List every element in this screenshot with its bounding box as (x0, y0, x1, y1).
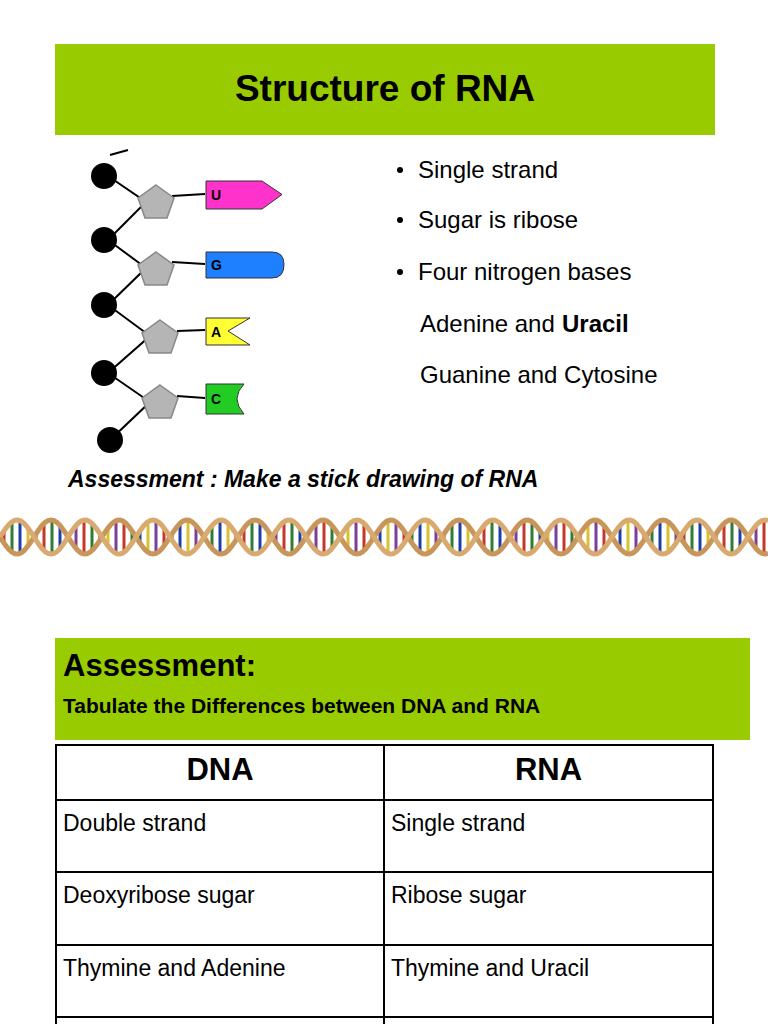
table-cell: Ribose sugar (391, 882, 527, 909)
base-letter: G (211, 257, 222, 273)
table-header: DNA (56, 752, 384, 788)
table-cell: Thymine and Adenine (63, 955, 286, 982)
bullet-text: Sugar is ribose (418, 206, 578, 234)
nitrogen-base: C (205, 383, 245, 415)
table-cell: Single strand (391, 810, 525, 837)
table-cell: Thymine and Uracil (391, 955, 589, 982)
table-header: RNA (384, 752, 713, 788)
table-cell: Double strand (63, 810, 206, 837)
base-pair-text: Guanine and Cytosine (420, 361, 658, 389)
base-pair-text: Uracil (562, 310, 629, 338)
bullet-text: Four nitrogen bases (418, 258, 631, 286)
bullet-text: Single strand (418, 156, 558, 184)
band-heading: Assessment: (63, 648, 256, 684)
band-subheading: Tabulate the Differences between DNA and… (63, 694, 540, 718)
nitrogen-base: G (205, 251, 285, 279)
base-letter: C (211, 391, 221, 407)
assessment-note: Assessment : Make a stick drawing of RNA (68, 466, 538, 493)
base-pair-text: Adenine and (420, 310, 555, 338)
assessment-band: Assessment: Tabulate the Differences betw… (55, 638, 750, 740)
table-cell: Deoxyribose sugar (63, 882, 255, 909)
base-letter: U (211, 187, 221, 203)
nitrogen-base: U (205, 180, 283, 210)
base-letter: A (211, 324, 221, 340)
nitrogen-base: A (205, 317, 251, 346)
slide-title: Structure of RNA (55, 68, 715, 110)
